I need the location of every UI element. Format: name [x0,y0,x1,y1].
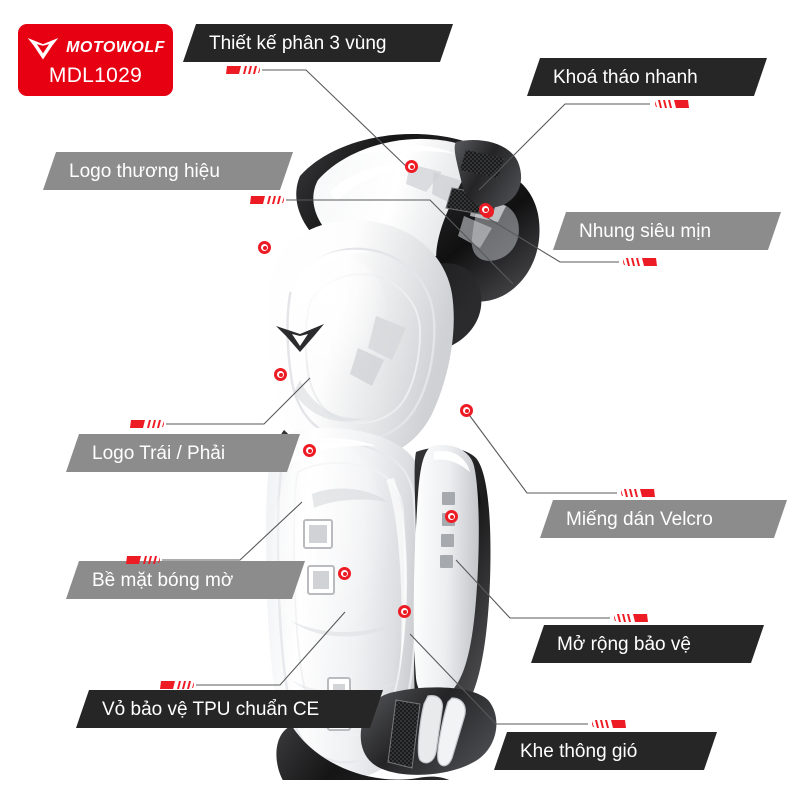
callout-banner-quick-release-buckle: Khoá tháo nhanh [527,58,767,96]
brand-badge: MOTOWOLF MDL1029 [18,24,173,96]
callout-marker-icon-ventilation-slot [592,718,626,730]
callout-label-ventilation-slot: Khe thông gió [520,740,638,762]
callout-banner-matte-gloss-surface: Bề mặt bóng mờ [66,561,305,599]
callout-hotspot-ce-tpu-shell[interactable] [338,567,351,580]
callout-hotspot-three-zone-design[interactable] [405,160,418,173]
callout-hotspot-super-soft-velvet[interactable] [479,203,492,216]
callout-marker-icon-ce-tpu-shell [160,679,194,691]
callout-hotspot-matte-gloss-surface[interactable] [303,444,316,457]
callout-banner-ventilation-slot: Khe thông gió [494,732,717,770]
brand-row: MOTOWOLF [26,35,165,61]
callout-banner-brand-logo: Logo thương hiệu [43,152,293,190]
callout-label-matte-gloss-surface: Bề mặt bóng mờ [92,569,234,591]
callout-marker-icon-brand-logo [250,194,284,206]
callout-banner-super-soft-velvet: Nhung siêu mịn [553,212,781,250]
callout-label-extended-protection: Mở rộng bảo vệ [557,633,691,655]
callout-marker-icon-velcro-strap [621,487,655,499]
callout-label-ce-tpu-shell: Vỏ bảo vệ TPU chuẩn CE [102,698,320,720]
callout-marker-icon-quick-release-buckle [655,98,689,110]
callout-label-quick-release-buckle: Khoá tháo nhanh [553,66,698,88]
callout-banner-ce-tpu-shell: Vỏ bảo vệ TPU chuẩn CE [76,690,383,728]
callout-label-velcro-strap: Miếng dán Velcro [566,508,713,530]
callout-marker-icon-matte-gloss-surface [126,554,160,566]
callout-hotspot-left-right-logo[interactable] [274,368,287,381]
brand-name: MOTOWOLF [66,38,165,56]
callout-banner-three-zone-design: Thiết kế phân 3 vùng [183,24,453,62]
callout-marker-icon-super-soft-velvet [623,256,657,268]
callout-label-left-right-logo: Logo Trái / Phải [92,442,226,464]
callout-banner-extended-protection: Mở rộng bảo vệ [531,625,764,663]
callout-label-brand-logo: Logo thương hiệu [69,160,220,182]
callout-hotspot-ventilation-slot[interactable] [398,605,411,618]
callout-marker-icon-left-right-logo [130,418,164,430]
callout-hotspot-velcro-strap[interactable] [460,404,473,417]
callout-label-three-zone-design: Thiết kế phân 3 vùng [209,32,387,54]
callout-hotspot-extended-protection[interactable] [445,510,458,523]
brand-model: MDL1029 [48,63,143,87]
callout-hotspot-brand-logo[interactable] [258,241,271,254]
callout-label-super-soft-velvet: Nhung siêu mịn [579,220,712,242]
callout-marker-icon-extended-protection [614,612,648,624]
wolf-arrow-icon [27,37,59,59]
callout-banner-left-right-logo: Logo Trái / Phải [66,434,300,472]
callout-banner-velcro-strap: Miếng dán Velcro [540,500,787,538]
callout-marker-icon-three-zone-design [226,64,260,76]
